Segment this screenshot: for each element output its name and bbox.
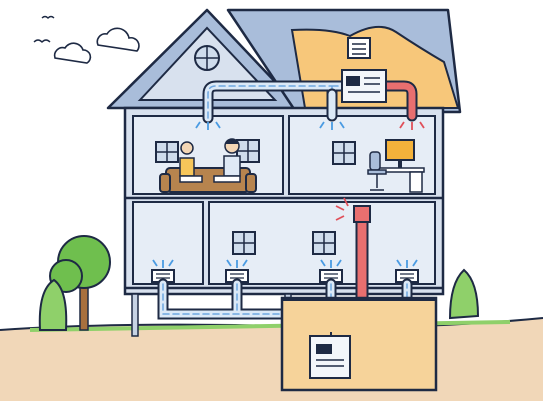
person-icon [213, 138, 241, 183]
air-vent-icon [399, 121, 425, 130]
floor-vents [151, 269, 419, 283]
air-vent-icon [152, 259, 418, 268]
sofa-icon [159, 167, 257, 193]
bird-icon [33, 39, 51, 43]
bird-icon [41, 15, 55, 19]
person-icon [179, 141, 203, 183]
ventilation-unit-icon [341, 69, 387, 103]
window-icon [332, 141, 356, 165]
window-icon [312, 231, 336, 255]
cloud-icon [96, 27, 140, 52]
bush-icon [38, 278, 68, 331]
basement [280, 296, 438, 392]
office-chair-icon [367, 151, 387, 191]
ventilation-unit-icon [309, 335, 351, 379]
attic-vent-icon [347, 37, 371, 59]
window-icon [155, 141, 179, 163]
tree-icon [49, 235, 111, 331]
air-vent-icon [335, 197, 349, 221]
monitor-icon [385, 139, 415, 168]
window-icon [232, 231, 256, 255]
cloud-icon [53, 42, 92, 64]
air-vent-icon [319, 121, 345, 130]
air-vent-icon [195, 121, 221, 130]
bush-icon [448, 268, 480, 320]
